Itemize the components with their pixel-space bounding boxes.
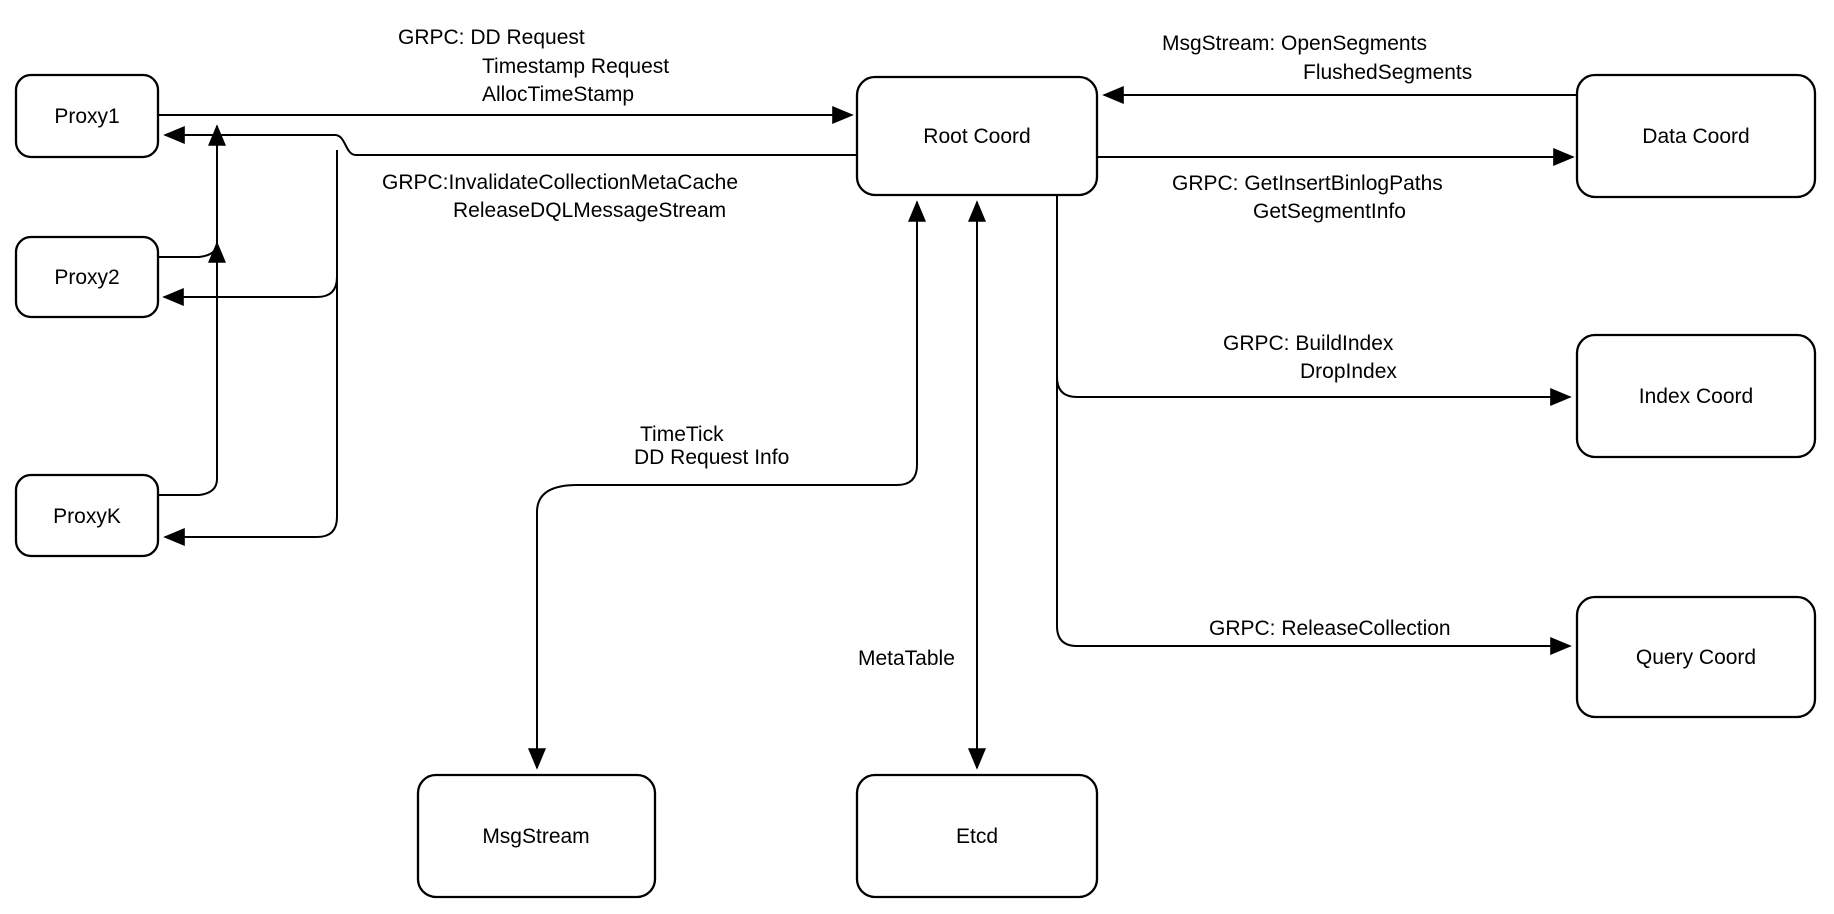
data-coord-label: Data Coord <box>1642 125 1749 148</box>
edge-rootcoord-to-proxy1 <box>163 126 857 156</box>
nodes: Proxy1 Proxy2 ProxyK Root Coord Data Coo… <box>14 73 1817 899</box>
node-proxy1: Proxy1 <box>14 73 160 159</box>
edge-labels: GRPC: DD Request Timestamp Request Alloc… <box>382 26 1472 670</box>
edge-proxy2-merge-up <box>157 241 226 263</box>
node-data-coord: Data Coord <box>1575 73 1817 199</box>
label-root-to-proxy-line2: ReleaseDQLMessageStream <box>453 199 726 222</box>
msgstream-box <box>416 773 657 899</box>
label-root-to-msgstream-line2: DD Request Info <box>634 446 789 469</box>
proxy2-label: Proxy2 <box>54 266 119 289</box>
proxy1-label: Proxy1 <box>54 105 119 128</box>
root-coord-box <box>855 75 1099 197</box>
index-coord-label: Index Coord <box>1639 385 1753 408</box>
label-root-to-proxy-line1: GRPC:InvalidateCollectionMetaCache <box>382 171 738 194</box>
proxy2-box <box>14 235 160 319</box>
label-data-to-root-line1: MsgStream: OpenSegments <box>1162 32 1427 55</box>
node-etcd: Etcd <box>855 773 1099 899</box>
edge-rootcoord-to-msgstream <box>528 200 926 770</box>
label-root-to-index-line1: GRPC: BuildIndex <box>1223 332 1394 355</box>
proxy1-box <box>14 73 160 159</box>
label-root-to-data-line2: GetSegmentInfo <box>1253 200 1406 223</box>
node-proxyk: ProxyK <box>14 473 160 558</box>
root-coord-label: Root Coord <box>923 125 1030 148</box>
edges <box>157 86 1580 770</box>
edge-return-branch-to-proxy2 <box>162 276 338 306</box>
index-coord-box <box>1575 333 1817 459</box>
node-msgstream: MsgStream <box>416 773 657 899</box>
edge-return-branch-to-proxyk <box>163 150 338 546</box>
label-proxy-to-root-line2: Timestamp Request <box>482 55 669 78</box>
node-query-coord: Query Coord <box>1575 595 1817 719</box>
edge-rootcoord-to-querycoord <box>1056 195 1572 655</box>
data-coord-box <box>1575 73 1817 199</box>
label-data-to-root-line2: FlushedSegments <box>1303 61 1472 84</box>
msgstream-label: MsgStream <box>482 825 589 848</box>
node-root-coord: Root Coord <box>855 75 1099 197</box>
query-coord-label: Query Coord <box>1636 646 1756 669</box>
node-index-coord: Index Coord <box>1575 333 1817 459</box>
node-proxy2: Proxy2 <box>14 235 160 319</box>
label-root-to-data-line1: GRPC: GetInsertBinlogPaths <box>1172 172 1443 195</box>
label-root-to-index-line2: DropIndex <box>1300 360 1397 383</box>
label-proxy-to-root-line1: GRPC: DD Request <box>398 26 585 49</box>
label-proxy-to-root-line3: AllocTimeStamp <box>482 83 634 106</box>
query-coord-box <box>1575 595 1817 719</box>
label-root-to-etcd-line1: MetaTable <box>858 647 955 670</box>
proxyk-label: ProxyK <box>53 505 121 528</box>
etcd-label: Etcd <box>956 825 998 848</box>
label-root-to-query-line1: GRPC: ReleaseCollection <box>1209 617 1451 640</box>
etcd-box <box>855 773 1099 899</box>
label-root-to-msgstream-line1: TimeTick <box>640 423 724 446</box>
proxyk-box <box>14 473 160 558</box>
edge-proxyk-merge-up <box>158 124 226 496</box>
